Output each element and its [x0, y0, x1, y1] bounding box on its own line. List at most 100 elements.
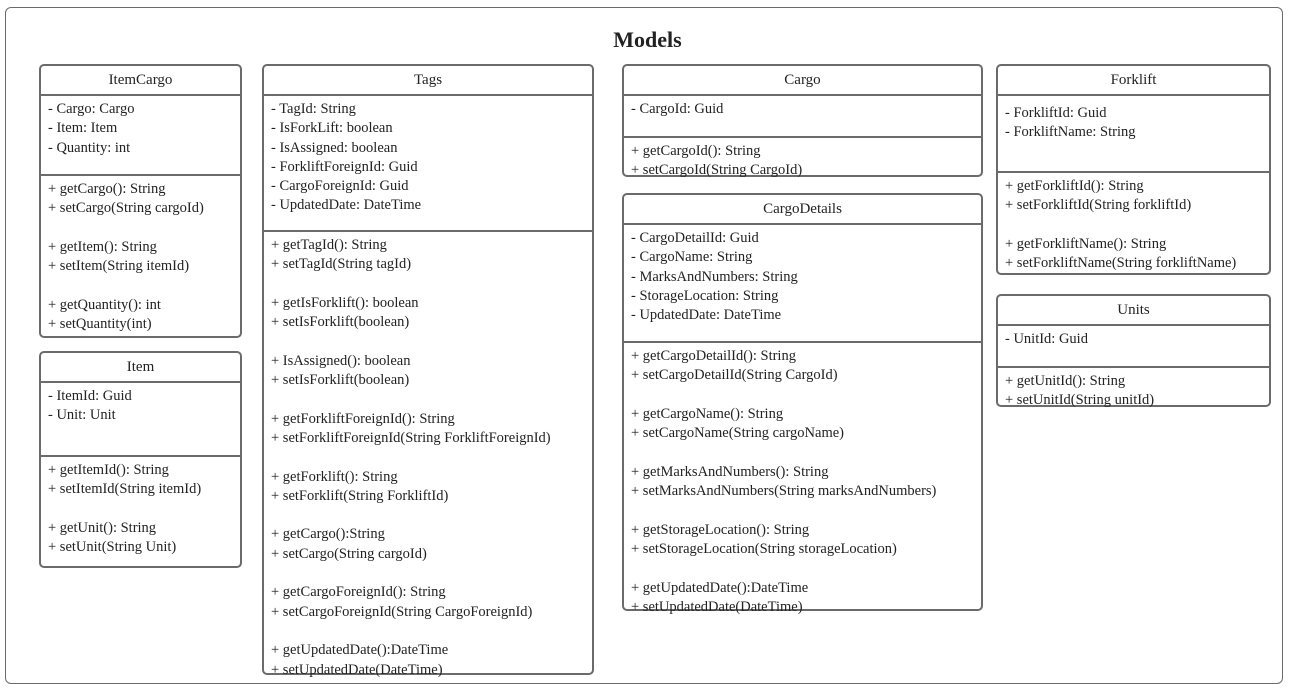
method-line: + getUpdatedDate():DateTime — [271, 642, 449, 659]
methods-section: + getCargoDetailId(): String + setCargoDe… — [624, 343, 981, 621]
method-line: + setUnit(String Unit) — [48, 539, 177, 556]
attributes-section: - ForkliftId: Guid - ForkliftName: String — [998, 96, 1269, 173]
attribute-line: - Cargo: Cargo — [48, 101, 135, 117]
method-line: + getCargoId(): String — [631, 143, 761, 159]
attribute-line: - ItemId: Guid — [48, 388, 132, 404]
method-line: + getForkliftId(): String — [1005, 178, 1144, 194]
attribute-line: - UpdatedDate: DateTime — [631, 307, 782, 324]
method-line: + getMarksAndNumbers(): String — [631, 463, 829, 480]
method-line: + setItemId(String itemId) — [48, 481, 202, 498]
method-line: + getItem(): String — [48, 238, 157, 255]
method-line: + getItemId(): String — [48, 462, 169, 478]
attributes-section: - UnitId: Guid — [998, 326, 1269, 368]
method-line: + getUnit(): String — [48, 519, 157, 536]
class-tags: Tags - TagId: String- IsForkLift: boolea… — [262, 64, 594, 678]
method-line: + getCargo(): String — [48, 181, 166, 197]
method-spacer — [271, 275, 585, 294]
method-line: + IsAssigned(): boolean — [271, 352, 411, 369]
class-units: Units - UnitId: Guid + getUnitId(): Stri… — [996, 294, 1271, 408]
attributes-section: - Cargo: Cargo - Item: Item - Quantity: in… — [41, 96, 240, 176]
diagram-frame — [5, 7, 1283, 684]
class-name: ItemCargo — [41, 66, 240, 96]
methods-section: + getUnitId(): String + setUnitId(String … — [998, 368, 1269, 415]
method-line: + getUpdatedDate():DateTime — [631, 579, 809, 596]
method-line: + getCargoDetailId(): String — [631, 348, 796, 364]
attribute-line: - ForkliftName: String — [1005, 124, 1136, 141]
method-line: + setTagId(String tagId) — [271, 256, 412, 273]
class-name: CargoDetails — [624, 195, 981, 225]
method-spacer — [271, 448, 585, 467]
attribute-line: - UnitId: Guid — [1005, 331, 1088, 347]
class-name: Cargo — [624, 66, 981, 96]
attributes-section: - CargoDetailId: Guid- CargoName: String… — [624, 225, 981, 343]
method-line: + setMarksAndNumbers(String marksAndNumb… — [631, 483, 937, 500]
method-spacer — [631, 501, 974, 520]
method-line: + setForklift(String ForkliftId) — [271, 487, 449, 504]
attributes-section: - ItemId: Guid - Unit: Unit — [41, 383, 240, 457]
methods-section: + getForkliftId(): String + setForkliftId… — [998, 173, 1269, 277]
method-line: + getForkliftForeignId(): String — [271, 410, 455, 427]
attribute-line: - TagId: String — [271, 101, 356, 117]
class-forklift: Forklift - ForkliftId: Guid- ForkliftNam… — [996, 64, 1271, 275]
method-spacer — [271, 622, 585, 641]
method-line: + setCargo(String cargoId) — [48, 200, 204, 217]
method-spacer — [631, 443, 974, 462]
method-line: + getCargoName(): String — [631, 405, 784, 422]
methods-section: + getCargoId(): String + setCargoId(Strin… — [624, 138, 981, 185]
method-line: + getCargo():String — [271, 526, 385, 543]
attribute-line: - CargoForeignId: Guid — [271, 178, 409, 195]
attribute-line: - StorageLocation: String — [631, 287, 779, 304]
diagram-title: Models — [613, 27, 682, 52]
method-line: + setStorageLocation(String storageLocat… — [631, 540, 897, 557]
class-name: Item — [41, 353, 240, 383]
method-line: + setItem(String itemId) — [48, 258, 190, 275]
attribute-line: - Item: Item — [48, 120, 118, 137]
method-line: + setCargoId(String CargoId) — [631, 162, 803, 179]
method-spacer — [271, 332, 585, 351]
methods-section: + getItemId(): String + setItemId(String … — [41, 457, 240, 561]
method-line: + setForkliftForeignId(String ForkliftFo… — [271, 429, 551, 446]
method-spacer — [271, 506, 585, 525]
attribute-line: - IsAssigned: boolean — [271, 139, 398, 156]
methods-section: + getCargo(): String + setCargo(String ca… — [41, 176, 240, 338]
method-line: + getForklift(): String — [271, 468, 398, 485]
attribute-line: - Unit: Unit — [48, 407, 116, 424]
attributes-section: - CargoId: Guid — [624, 96, 981, 138]
method-line: + setIsForklift(boolean) — [271, 372, 410, 389]
method-spacer — [48, 276, 233, 295]
method-line: + getTagId(): String — [271, 237, 387, 253]
method-line: + setCargoDetailId(String CargoId) — [631, 367, 838, 384]
method-line: + getQuantity(): int — [48, 296, 161, 313]
attribute-line: - CargoId: Guid — [631, 101, 724, 117]
attribute-line: - ForkliftForeignId: Guid — [271, 158, 418, 175]
class-name: Units — [998, 296, 1269, 326]
class-cargo: Cargo - CargoId: Guid + getCargoId(): St… — [622, 64, 983, 178]
method-spacer — [1005, 216, 1262, 235]
attribute-line: - MarksAndNumbers: String — [631, 268, 798, 285]
method-spacer — [271, 390, 585, 409]
method-line: + setCargo(String cargoId) — [271, 545, 427, 562]
method-spacer — [48, 500, 233, 519]
method-line: + setCargoName(String cargoName) — [631, 425, 844, 442]
method-line: + setUnitId(String unitId) — [1005, 392, 1155, 409]
method-spacer — [271, 564, 585, 583]
method-line: + setForkliftName(String forkliftName) — [1005, 255, 1237, 272]
method-line: + setForkliftId(String forkliftId) — [1005, 197, 1192, 214]
method-line: + setQuantity(int) — [48, 316, 152, 333]
attribute-line: - Quantity: int — [48, 139, 131, 156]
attribute-line: - UpdatedDate: DateTime — [271, 197, 422, 214]
method-line: + getForkliftName(): String — [1005, 235, 1167, 252]
method-spacer — [631, 559, 974, 578]
method-line: + setIsForklift(boolean) — [271, 314, 410, 331]
method-line: + getUnitId(): String — [1005, 373, 1126, 389]
methods-section: + getTagId(): String + setTagId(String ta… — [264, 232, 592, 684]
attribute-line: - CargoDetailId: Guid — [631, 230, 759, 246]
class-itemcargo: ItemCargo - Cargo: Cargo - Item: Item - Qu… — [39, 64, 242, 338]
method-spacer — [631, 386, 974, 405]
attribute-line: - ForkliftId: Guid — [1005, 105, 1107, 121]
class-cargodetails: CargoDetails - CargoDetailId: Guid- Carg… — [622, 193, 983, 615]
method-line: + setUpdatedDate(DateTime) — [271, 661, 443, 678]
method-line: + setCargoForeignId(String CargoForeignI… — [271, 603, 533, 620]
attributes-section: - TagId: String- IsForkLift: boolean- Is… — [264, 96, 592, 232]
method-line: + getStorageLocation(): String — [631, 521, 810, 538]
